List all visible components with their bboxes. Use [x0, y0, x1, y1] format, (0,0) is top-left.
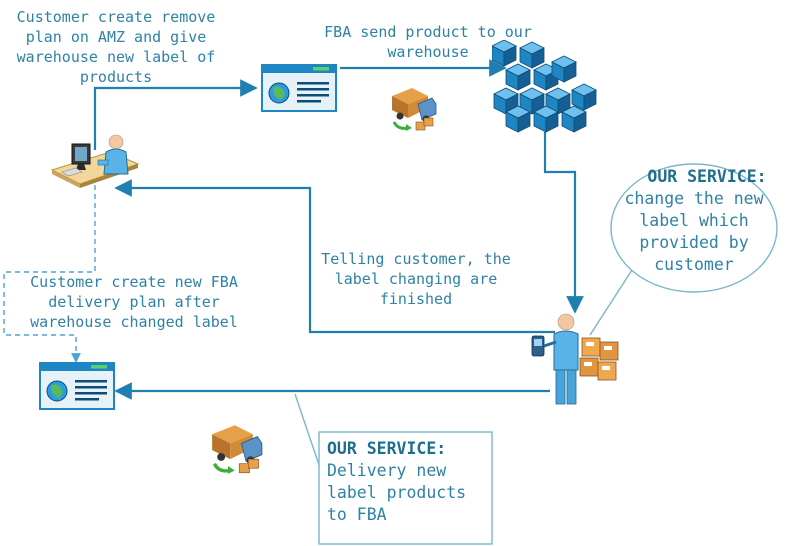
label-telling-customer: Telling customer, the label changing are… [306, 249, 526, 309]
label-fba-send: FBA send product to our warehouse [306, 22, 550, 62]
dashed-customer-to-new-plan [3, 185, 96, 363]
service-line: to FBA [327, 505, 387, 524]
label-line: Customer create new FBA [30, 273, 238, 291]
label-line: FBA send product to our [324, 23, 532, 41]
service-delivery-box [318, 431, 493, 545]
workstation-user-icon [50, 134, 140, 188]
warehouse-boxes-icon [492, 40, 597, 133]
label-line: delivery plan after [48, 293, 220, 311]
label-line: label changing are [334, 270, 498, 288]
arrow-customer-to-plan [93, 79, 258, 150]
label-line: warehouse [387, 43, 469, 61]
worker-with-scanner-icon [531, 313, 619, 405]
service-delivery-text: OUR SERVICE: Delivery new label products… [327, 438, 487, 526]
label-line: finished [379, 290, 453, 308]
label-customer-remove-plan: Customer create remove plan on AMZ and g… [0, 7, 232, 87]
service-line: provided by [639, 233, 749, 252]
label-line: warehouse new label of [16, 48, 216, 66]
service-line: label products [327, 483, 467, 502]
service-heading: OUR SERVICE: [327, 439, 447, 458]
label-line: Customer create remove [16, 8, 216, 26]
service-line: change the new [624, 189, 764, 208]
service-heading: OUR SERVICE: [647, 167, 767, 186]
arrow-warehouse-to-worker [543, 132, 584, 314]
delivery-truck-icon [212, 425, 263, 474]
service-change-pointer [589, 269, 633, 336]
service-delivery-pointer [294, 393, 320, 466]
label-line: plan on AMZ and give [25, 28, 207, 46]
label-line: products [79, 68, 153, 86]
label-customer-new-plan: Customer create new FBA delivery plan af… [12, 272, 256, 332]
web-page-icon [39, 362, 115, 410]
arrow-worker-to-customer [114, 179, 555, 334]
label-line: Telling customer, the [321, 250, 511, 268]
delivery-truck-icon [392, 88, 437, 131]
label-line: warehouse changed label [30, 313, 238, 331]
service-line: customer [654, 255, 734, 274]
service-change-ellipse [610, 163, 778, 293]
service-line: Delivery new [327, 461, 447, 480]
web-page-icon [261, 64, 337, 112]
service-line: label which [639, 211, 749, 230]
service-change-text: OUR SERVICE: change the new label which … [611, 166, 777, 276]
